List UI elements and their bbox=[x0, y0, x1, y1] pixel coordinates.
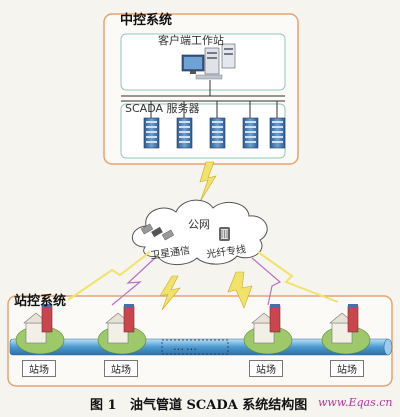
public-network-cloud bbox=[131, 199, 268, 265]
server-rack-icon bbox=[143, 101, 160, 149]
server-rack-icon bbox=[209, 101, 226, 149]
server-rack-icon bbox=[176, 101, 193, 149]
satellite-icon bbox=[140, 223, 175, 241]
watermark: www.Eqas.cn bbox=[318, 396, 393, 409]
station-building-icon bbox=[243, 304, 293, 355]
station-building-icon bbox=[97, 304, 147, 355]
stations bbox=[15, 304, 371, 355]
station-building-icon bbox=[15, 304, 65, 355]
lightning-central-cloud bbox=[199, 161, 217, 203]
scada-server-label: SCADA 服务器 bbox=[125, 102, 200, 115]
central-system-title: 中控系统 bbox=[120, 13, 173, 28]
workstation-label: 客户端工作站 bbox=[158, 34, 224, 47]
pipeline-end bbox=[383, 338, 393, 356]
station-building-icon bbox=[321, 304, 371, 355]
ellipsis-label: …… bbox=[173, 340, 199, 353]
server-rack-icon bbox=[269, 101, 286, 149]
figure-caption: 油气管道 SCADA 系统结构图 bbox=[130, 398, 308, 413]
station-label: 站场 bbox=[104, 360, 138, 377]
lightning-cloud-stations bbox=[67, 251, 339, 311]
station-label: 站场 bbox=[330, 360, 364, 377]
fiber-icon bbox=[219, 227, 230, 241]
figure-number: 图 1 bbox=[90, 398, 117, 413]
station-label: 站场 bbox=[249, 360, 283, 377]
station-system-title: 站控系统 bbox=[14, 294, 67, 309]
server-rack-icon bbox=[242, 101, 259, 149]
workstation-icon bbox=[181, 43, 236, 80]
ellipsis-box bbox=[161, 339, 229, 355]
public-network-label: 公网 bbox=[188, 218, 210, 231]
station-label: 站场 bbox=[22, 360, 56, 377]
scada-servers bbox=[143, 101, 286, 149]
